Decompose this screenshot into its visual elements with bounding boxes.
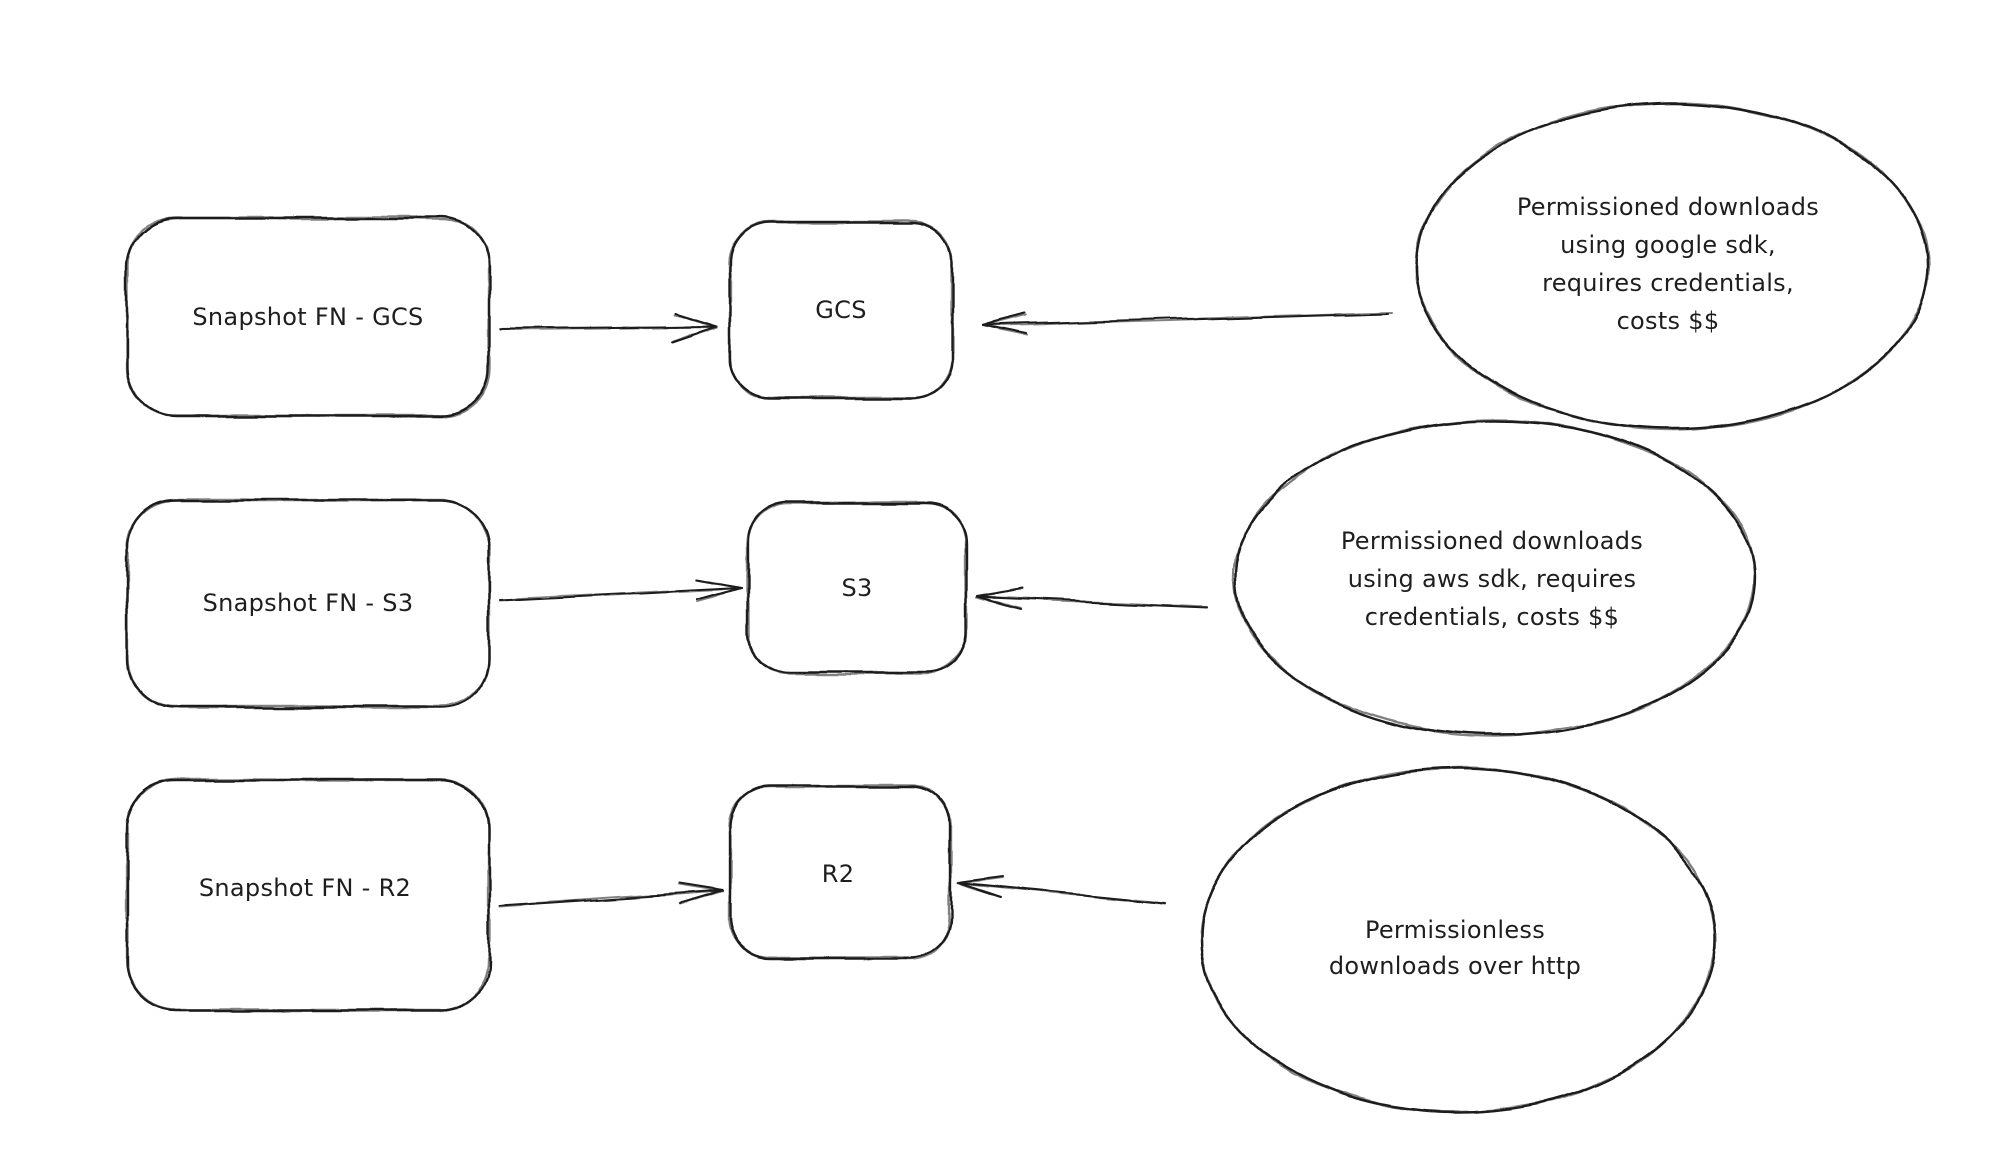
node-label-snapshot-fn-gcs: Snapshot FN - GCS: [192, 303, 423, 331]
note-s3-line-1: Permissioned downloads: [1341, 527, 1643, 555]
note-gcs-line-2: using google sdk,: [1560, 231, 1776, 259]
node-label-snapshot-fn-r2: Snapshot FN - R2: [199, 874, 411, 902]
node-label-gcs: GCS: [815, 296, 867, 324]
node-label-r2: R2: [822, 860, 855, 888]
note-s3-line-3: credentials, costs $$: [1365, 603, 1620, 631]
node-label-s3: S3: [841, 574, 872, 602]
note-gcs-line-4: costs $$: [1617, 307, 1720, 335]
node-label-snapshot-fn-s3: Snapshot FN - S3: [203, 589, 414, 617]
note-s3-line-2: using aws sdk, requires: [1348, 565, 1637, 593]
note-gcs-line-3: requires credentials,: [1542, 269, 1794, 297]
note-gcs-line-1: Permissioned downloads: [1517, 193, 1819, 221]
note-r2-line-2: downloads over http: [1329, 952, 1581, 980]
labels-layer: Snapshot FN - GCS GCS Permissioned downl…: [192, 193, 1819, 980]
note-r2-line-1: Permissionless: [1365, 916, 1545, 944]
